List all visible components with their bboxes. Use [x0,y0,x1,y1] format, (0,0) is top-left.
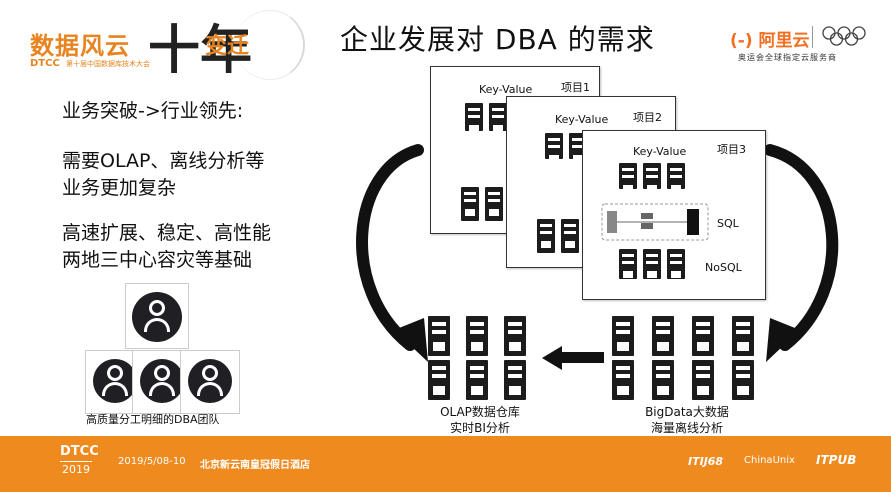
footer-dtcc: DTCC [60,444,99,459]
left-arrow-icon [542,346,604,370]
aliyun-logo: (-) 阿里云 [730,31,810,51]
project-label: 项目1 [561,81,590,94]
olap-label: OLAP数据仓库 实时BI分析 [420,404,540,436]
server-icon [428,316,450,356]
kv-label: Key-Value [479,83,533,96]
server-icon [652,360,674,400]
footer-logo-it168: ITIJ68 [688,455,724,468]
footer-date: 2019/5/08-10 [118,456,186,467]
point-scale-line2: 两地三中心容灾等基础 [62,249,253,271]
logo-subtitle: 第十届中国数据库技术大会 [66,60,150,68]
logo-dtcc: DTCC [30,58,60,69]
point-olap-line2: 业务更加复杂 [62,177,177,199]
bigdata-label-line1: BigData大数据 [645,405,729,419]
server-icon [732,360,754,400]
olympic-rings-icon [822,26,866,46]
right-curved-arrow-icon [764,144,839,362]
server-icon [485,187,503,221]
point-business: 业务突破->行业领先: [62,100,244,122]
server-icon [561,219,579,253]
server-icon [692,360,714,400]
server-icon [461,187,479,221]
logo-change: 变迁 [205,34,250,59]
footer-year: 2019 [60,461,92,476]
project-label: 项目3 [717,143,746,156]
point-scale-line1: 高速扩展、稳定、高性能 [62,222,272,244]
server-icon [619,249,637,279]
olap-label-line1: OLAP数据仓库 [440,405,520,419]
left-curved-arrow-icon [356,144,428,362]
logo-decoration [235,10,305,80]
logo-ten: 十年 [148,20,253,81]
server-icon [466,316,488,356]
server-icon [489,103,507,132]
sponsor-text: 奥运会全球指定云服务商 [738,53,837,62]
footer-logo-chinaunix: ChinaUnix [744,455,795,466]
server-icon [465,103,483,132]
server-icon [667,163,685,192]
project-label: 项目2 [633,111,662,124]
server-icon [466,360,488,400]
footer-bar [0,436,891,492]
kv-label: Key-Value [633,145,687,158]
server-icon [732,316,754,356]
logo-title: 数据风云 [30,32,130,60]
olap-label-line2: 实时BI分析 [450,421,510,435]
bigdata-label-line2: 海量离线分析 [650,421,723,435]
replication-diagram-icon [601,203,709,241]
footer-venue: 北京新云南皇冠假日酒店 [200,460,310,471]
server-icon [619,163,637,192]
avatar-lead [125,283,189,349]
server-icon [652,316,674,356]
server-icon [612,316,634,356]
server-icon [643,249,661,279]
page-title: 企业发展对 DBA 的需求 [340,23,655,56]
server-icon [504,316,526,356]
server-icon [692,316,714,356]
footer-logo-itpub: ITPUB [816,453,857,467]
point-olap-line1: 需要OLAP、离线分析等 [62,150,265,172]
project-card-3: Key-Value 项目3 SQL NoSQL [582,130,766,300]
server-icon [643,163,661,192]
server-icon [612,360,634,400]
nosql-label: NoSQL [705,261,742,274]
bigdata-label: BigData大数据 海量离线分析 [622,404,752,436]
server-icon [537,219,555,253]
server-icon [667,249,685,279]
sponsor-divider [812,26,813,48]
sql-label: SQL [717,217,739,230]
team-label: 高质量分工明细的DBA团队 [86,413,220,426]
kv-label: Key-Value [555,113,609,126]
avatar-member [180,350,240,414]
server-icon [545,133,563,162]
server-icon [504,360,526,400]
server-icon [428,360,450,400]
